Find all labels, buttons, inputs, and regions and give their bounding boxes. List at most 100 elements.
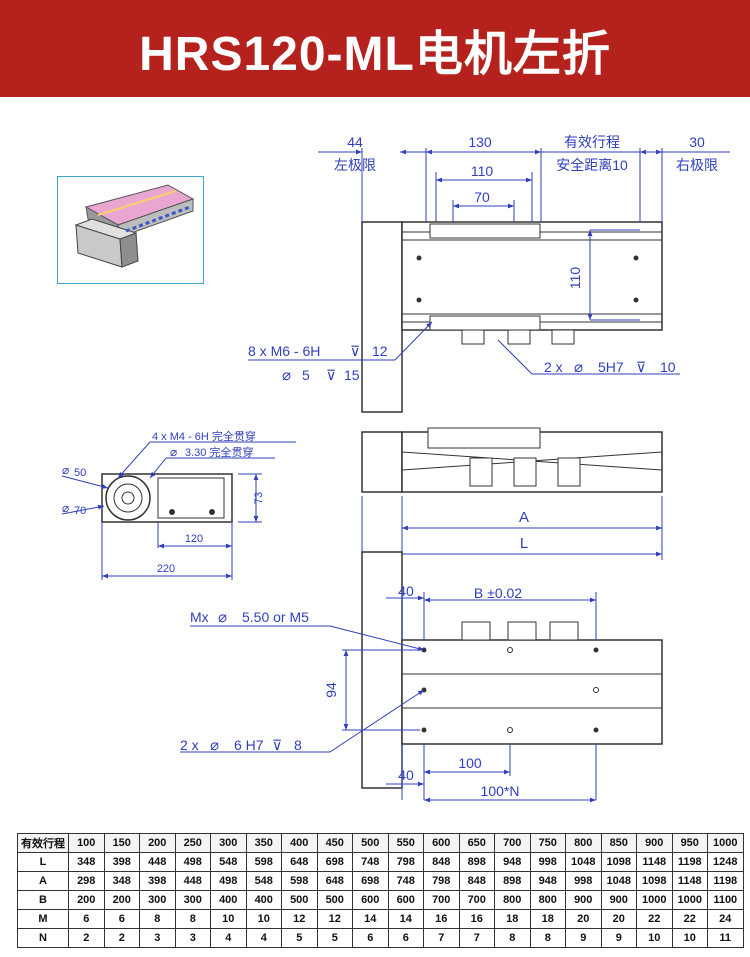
spec-cell: 1098: [600, 852, 637, 872]
note-m6-depth: 12: [372, 343, 388, 359]
spec-stroke-cell: 900: [636, 833, 673, 853]
title-banner: HRS120-ML电机左折: [0, 0, 750, 97]
spec-cell: 24: [707, 909, 744, 929]
note-pin-depth-bottom: 8: [294, 737, 302, 753]
spec-cell: 300: [174, 890, 211, 910]
spec-stroke-cell: 450: [316, 833, 353, 853]
spec-cell: 798: [387, 852, 424, 872]
dim-B: B ±0.02: [474, 585, 522, 601]
dim-110-vertical: 110: [567, 267, 583, 290]
dim-220: 220: [157, 563, 175, 575]
technical-drawing: 44 130 有效行程 30 左极限 安全距离10 右极限 110 70 110…: [61, 134, 730, 803]
right-limit-label: 右极限: [676, 157, 718, 173]
spec-stroke-cell: 400: [281, 833, 318, 853]
dim-100N: 100*N: [481, 783, 520, 799]
spec-cell: 10: [636, 928, 673, 948]
spec-cell: 6: [68, 909, 105, 929]
spec-cell: 22: [671, 909, 708, 929]
spec-stroke-cell: 750: [529, 833, 566, 853]
spec-row-label: L: [17, 852, 69, 872]
dim-d70: 70: [74, 505, 86, 517]
spec-cell: 800: [529, 890, 566, 910]
spec-cell: 6: [352, 928, 389, 948]
spec-stroke-cell: 300: [210, 833, 247, 853]
spec-cell: 1000: [671, 890, 708, 910]
spec-row-label: N: [17, 928, 69, 948]
diameter-icon: ⌀: [574, 359, 583, 376]
spec-stroke-cell: 350: [245, 833, 282, 853]
product-3d-image: [74, 184, 195, 268]
spec-cell: 16: [458, 909, 495, 929]
depth-icon: ⊽: [636, 359, 646, 375]
spec-cell: 6: [103, 909, 140, 929]
spec-cell: 22: [636, 909, 673, 929]
spec-cell: 998: [529, 852, 566, 872]
diameter-icon: ⌀: [210, 737, 219, 754]
safe-distance-label: 安全距离10: [556, 157, 628, 173]
spec-stroke-cell: 950: [671, 833, 708, 853]
spec-cell: 848: [423, 852, 460, 872]
spec-stroke-cell: 100: [68, 833, 105, 853]
note-mx-size: 5.50 or M5: [242, 609, 309, 625]
dim-L: L: [520, 535, 528, 552]
spec-cell: 1048: [600, 871, 637, 891]
spec-cell: 998: [565, 871, 602, 891]
spec-cell: 2: [68, 928, 105, 948]
spec-cell: 4: [210, 928, 247, 948]
spec-row-label: B: [17, 890, 69, 910]
note-pin-depth: 10: [660, 359, 676, 375]
spec-cell: 500: [281, 890, 318, 910]
top-view: 44 130 有效行程 30 左极限 安全距离10 右极限 110 70 110…: [248, 134, 730, 413]
spec-stroke-cell: 700: [494, 833, 531, 853]
spec-cell: 8: [174, 909, 211, 929]
spec-cell: 298: [68, 871, 105, 891]
spec-cell: 748: [352, 852, 389, 872]
spec-cell: 10: [210, 909, 247, 929]
note-m6-thread: 8 x M6 - 6H: [248, 343, 320, 359]
spec-cell: 5: [281, 928, 318, 948]
spec-cell: 1198: [671, 852, 708, 872]
spec-cell: 2: [103, 928, 140, 948]
spec-row-label: M: [17, 909, 69, 929]
spec-cell: 20: [565, 909, 602, 929]
diameter-icon: ⌀: [62, 463, 69, 477]
product-3d-thumbnail: [57, 176, 204, 284]
spec-cell: 348: [103, 871, 140, 891]
motor-block-bottom: [361, 551, 403, 789]
spec-cell: 648: [316, 871, 353, 891]
dim-100: 100: [458, 755, 482, 771]
dim-120: 120: [185, 533, 203, 545]
side-view: A L: [361, 427, 663, 560]
spec-cell: 400: [245, 890, 282, 910]
diameter-icon: ⌀: [282, 367, 291, 384]
spec-cell: 498: [174, 852, 211, 872]
spec-cell: 8: [494, 928, 531, 948]
spec-cell: 700: [423, 890, 460, 910]
spec-cell: 4: [245, 928, 282, 948]
spec-cell: 500: [316, 890, 353, 910]
spec-cell: 948: [494, 852, 531, 872]
dim-70: 70: [474, 189, 490, 205]
spec-stroke-cell: 600: [423, 833, 460, 853]
spec-cell: 748: [387, 871, 424, 891]
spec-cell: 598: [245, 852, 282, 872]
spec-cell: 12: [316, 909, 353, 929]
dim-94: 94: [323, 682, 339, 698]
spec-cell: 800: [494, 890, 531, 910]
spec-cell: 3: [174, 928, 211, 948]
spec-cell: 398: [103, 852, 140, 872]
spec-cell: 5: [316, 928, 353, 948]
spec-cell: 1148: [671, 871, 708, 891]
spec-stroke-cell: 800: [565, 833, 602, 853]
spec-cell: 448: [139, 852, 176, 872]
spec-cell: 898: [494, 871, 531, 891]
note-hole-330: 3.30 完全贯穿: [185, 445, 253, 459]
spec-stroke-cell: 150: [103, 833, 140, 853]
dim-73: 73: [253, 492, 265, 504]
depth-icon: ⊽: [350, 343, 360, 359]
spec-cell: 14: [387, 909, 424, 929]
diameter-icon: ⌀: [218, 609, 227, 626]
